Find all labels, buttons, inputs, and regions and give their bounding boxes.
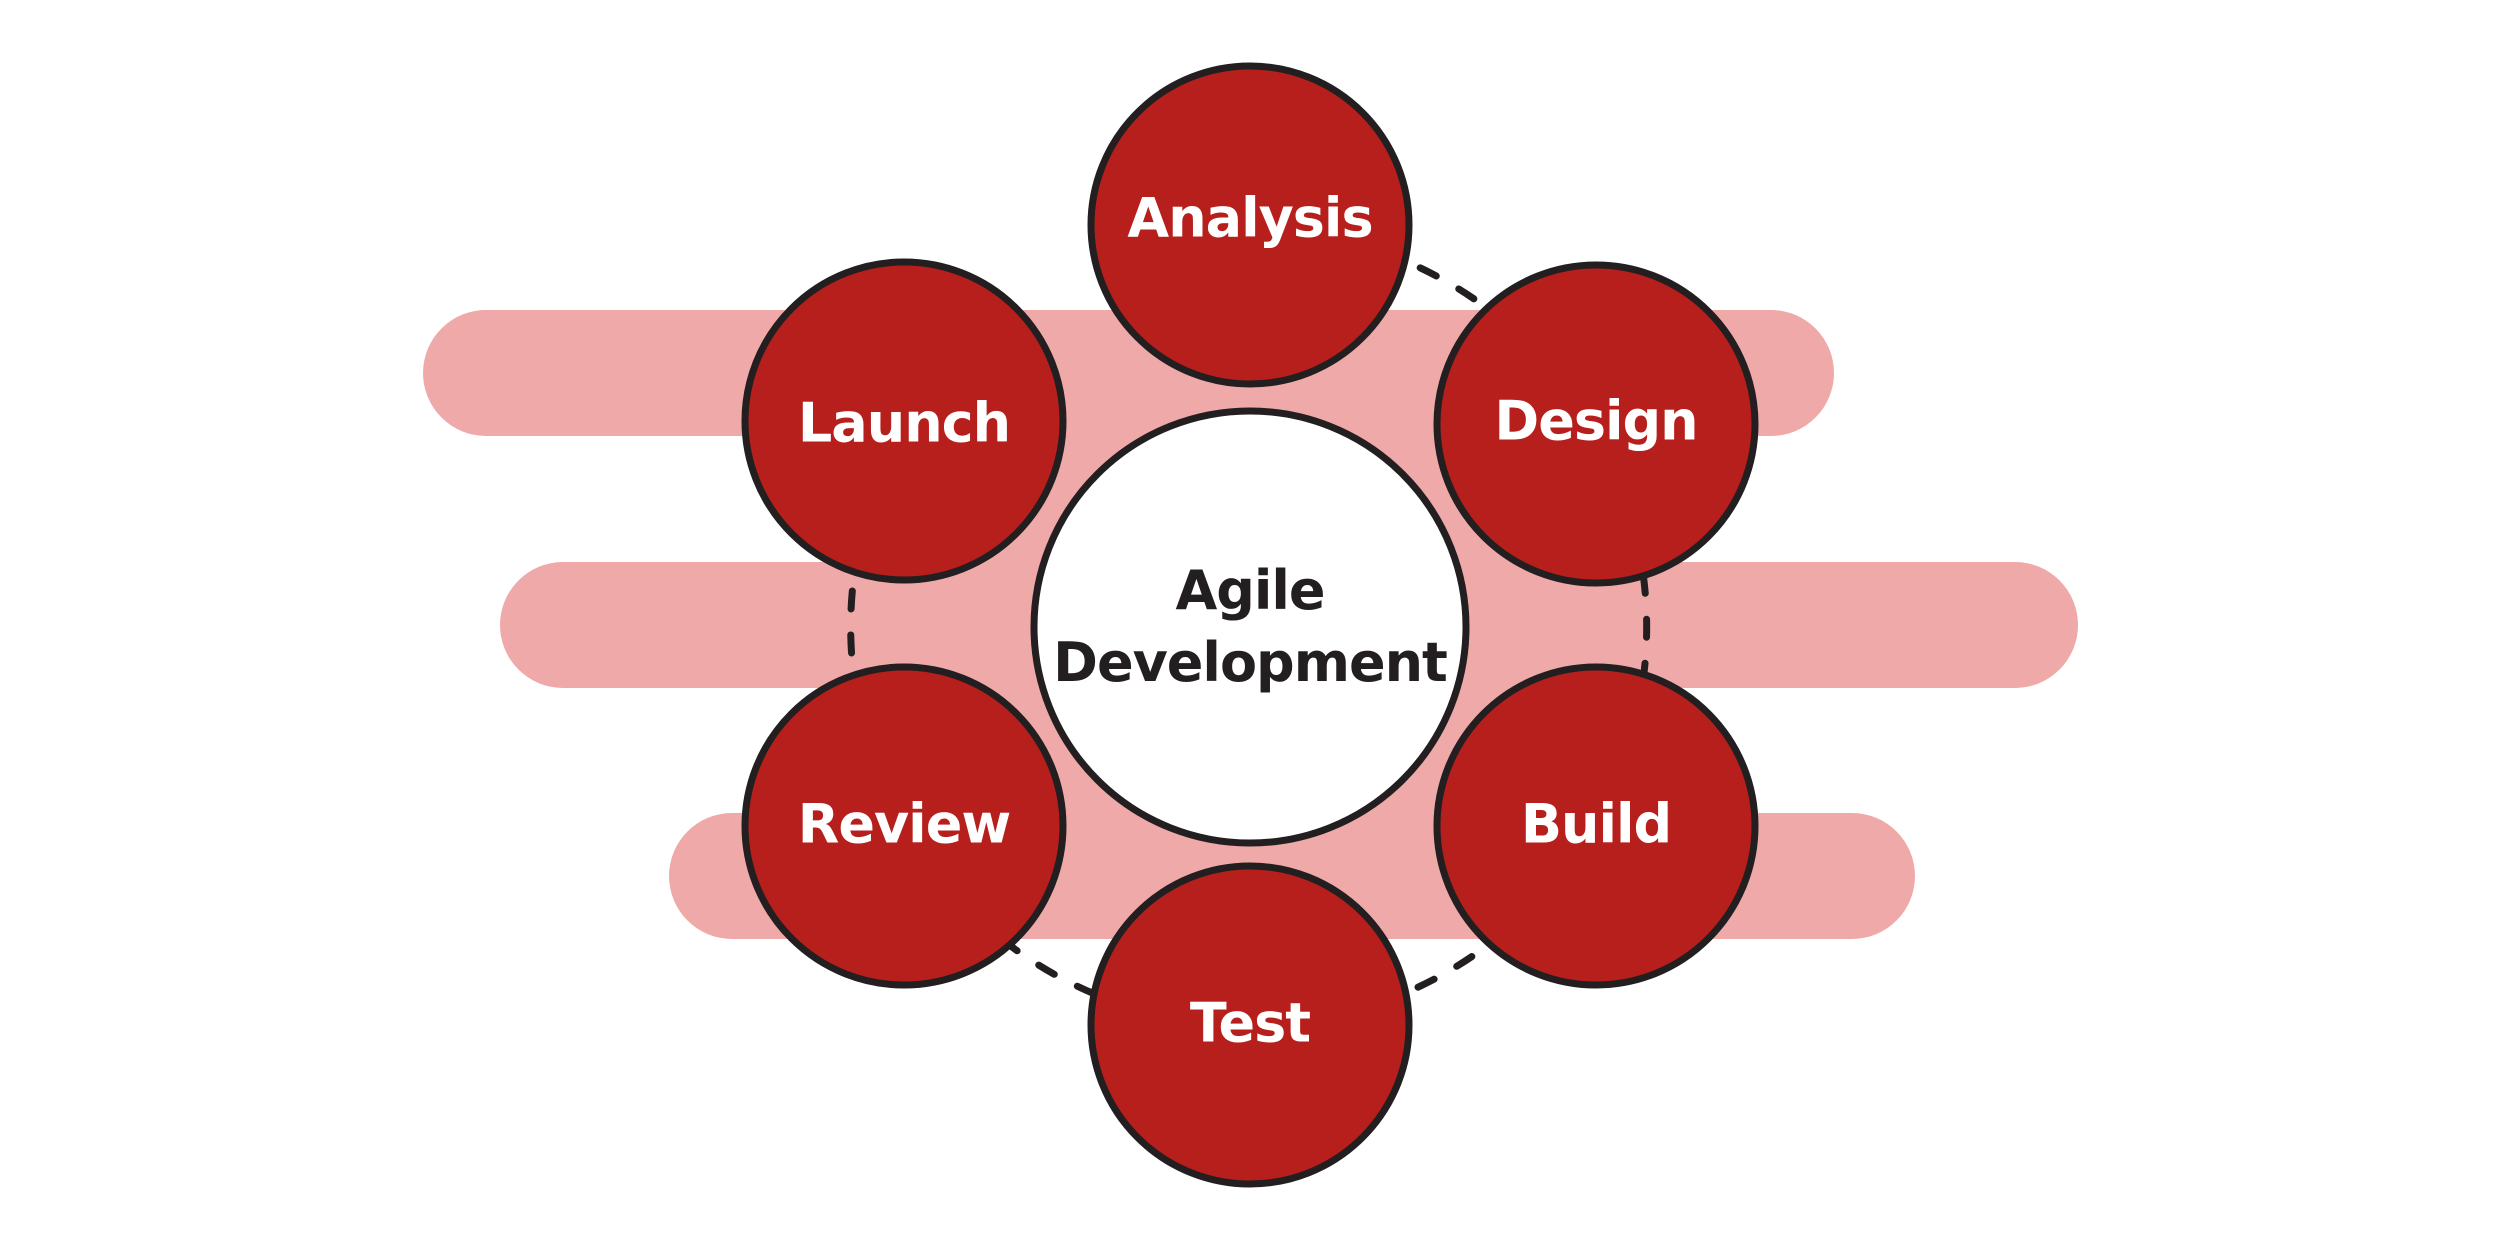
phase-circle-test xyxy=(1087,862,1413,1188)
phase-circle-launch xyxy=(741,258,1067,584)
phase-circle-build xyxy=(1433,663,1759,989)
center-title-line1: Agile xyxy=(1175,559,1325,622)
phase-label-build: Build xyxy=(1520,792,1672,856)
phase-circle-design xyxy=(1433,261,1759,587)
phase-circle-analysis xyxy=(1087,62,1413,388)
phase-label-launch: Launch xyxy=(797,391,1011,455)
phase-circle-review xyxy=(741,663,1067,989)
phase-label-review: Review xyxy=(797,792,1011,856)
center-title-line2: Development xyxy=(1053,631,1448,694)
center-circle xyxy=(1030,407,1470,847)
center-title: Agile Development xyxy=(1053,555,1448,699)
phase-label-design: Design xyxy=(1494,389,1698,453)
phase-label-analysis: Analysis xyxy=(1127,186,1373,250)
phase-label-test: Test xyxy=(1189,991,1311,1055)
phase-circles xyxy=(741,62,1759,1188)
